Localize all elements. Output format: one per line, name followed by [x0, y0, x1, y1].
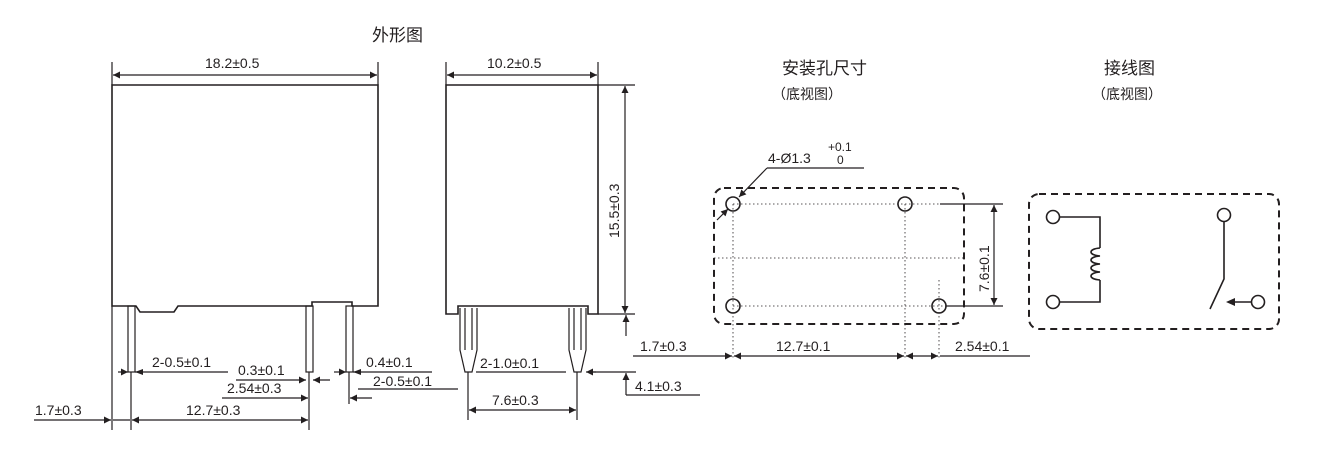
- mounting-outline: [713, 187, 965, 325]
- front-offset-label: 1.7±0.3: [35, 402, 82, 418]
- mount-hole-tol-plus: +0.1: [828, 140, 852, 154]
- front-pitch-label: 12.7±0.3: [186, 402, 241, 418]
- switch-terminal-top: [1216, 207, 1232, 223]
- side-view: 10.2±0.5 15.5±0.3 2-1.0±0.1 4.1±0.3 7.6±…: [445, 55, 700, 420]
- front-pin-thickness: 0.3±0.1: [238, 362, 285, 378]
- mount-hole-3: [725, 298, 741, 314]
- front-pin-spacing: 2.54±0.3: [227, 380, 282, 396]
- side-pitch-label: 7.6±0.3: [492, 392, 539, 408]
- mount-hole-tol-zero: 0: [837, 153, 844, 167]
- front-pin-width: 0.4±0.1: [366, 354, 413, 370]
- coil-terminal-2: [1045, 294, 1061, 310]
- mount-pitch-label: 12.7±0.1: [776, 338, 831, 354]
- front-width-label: 18.2±0.5: [205, 55, 260, 71]
- front-body: [111, 84, 379, 313]
- side-width-label: 10.2±0.5: [487, 55, 542, 71]
- front-pin-size-left: 2-0.5±0.1: [152, 354, 211, 370]
- mount-hole-2: [897, 196, 913, 212]
- mount-hole-1: [725, 196, 741, 212]
- mount-spacing-label: 2.54±0.1: [955, 338, 1010, 354]
- front-pin-1: [127, 305, 136, 373]
- mounting-diagram: 4-Ø1.3 +0.1 0 7.6±0.1 1.7±0.3 12.7±0.1 2…: [633, 140, 1030, 360]
- front-view: 18.2±0.5 2-0.5±0.1 0.3±0.1 0.4±0.1 2.54±…: [34, 55, 458, 430]
- wiring-outline: [1028, 193, 1280, 330]
- front-pin-3: [345, 305, 354, 373]
- side-height-label: 15.5±0.3: [606, 183, 622, 238]
- mount-hole-label: 4-Ø1.3: [768, 150, 811, 166]
- outline-title: 外形图: [372, 26, 423, 46]
- wiring-subtitle: （底视图）: [1092, 87, 1162, 103]
- front-pin-2: [305, 305, 314, 373]
- coil-icon: [1090, 247, 1101, 281]
- side-pin-length: 4.1±0.3: [635, 378, 682, 394]
- wiring-diagram: [1028, 193, 1280, 330]
- front-pin-size-right: 2-0.5±0.1: [373, 373, 432, 389]
- side-pin-right: [568, 308, 587, 373]
- coil-terminal-1: [1045, 209, 1061, 225]
- side-body: [445, 84, 599, 315]
- coil-wire: [1060, 216, 1101, 303]
- switch-contact: [1209, 222, 1225, 310]
- mounting-subtitle: （底视图）: [772, 87, 842, 103]
- mount-row-pitch: 7.6±0.1: [976, 245, 992, 292]
- side-pin-size: 2-1.0±0.1: [480, 355, 539, 371]
- wiring-title: 接线图: [1104, 59, 1155, 79]
- switch-terminal-bottom: [1250, 294, 1266, 310]
- mounting-title: 安装孔尺寸: [782, 59, 867, 79]
- mount-offset-label: 1.7±0.3: [640, 338, 687, 354]
- side-pin-left: [459, 308, 478, 373]
